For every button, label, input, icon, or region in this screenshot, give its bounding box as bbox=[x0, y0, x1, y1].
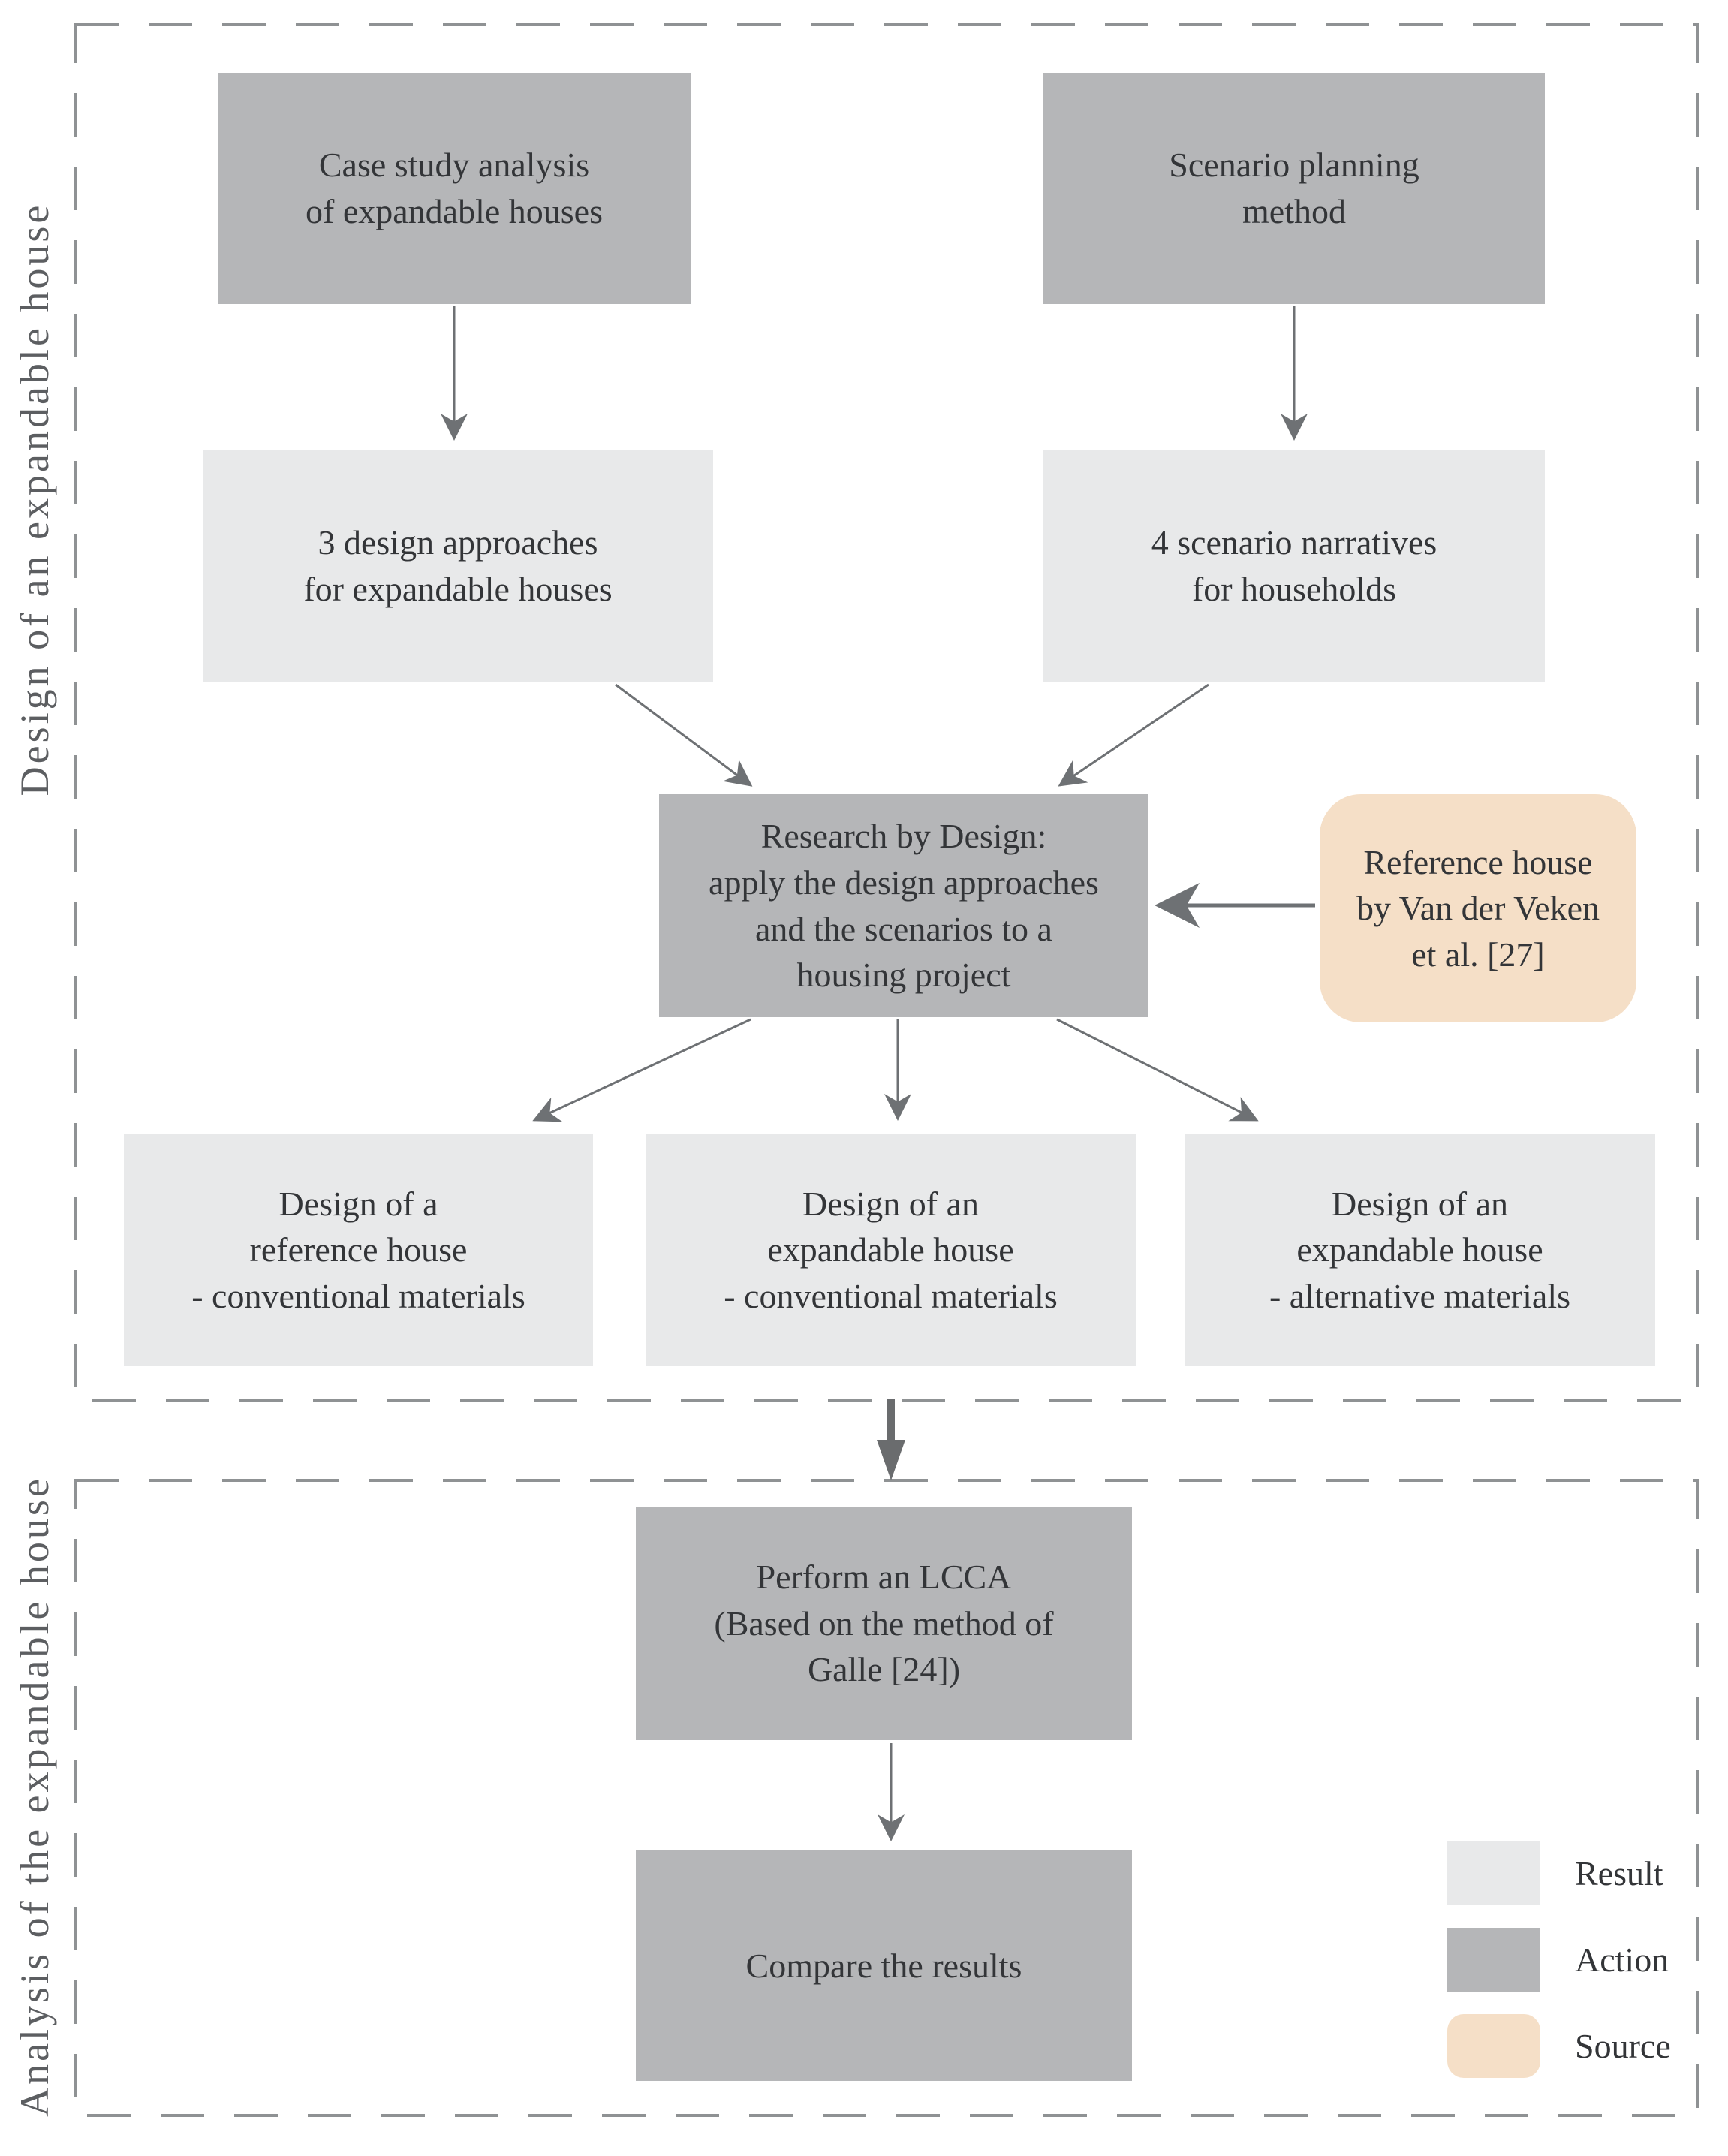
node-compare-results: Compare the results bbox=[636, 1850, 1132, 2081]
legend-source-label: Source bbox=[1575, 2027, 1671, 2065]
design-section-label: Design of an expandable house bbox=[12, 202, 57, 796]
analysis-section-label: Analysis of the expandable house bbox=[12, 1476, 57, 2117]
arrow-research-to-reference-design bbox=[532, 1018, 751, 1122]
legend-result-label: Result bbox=[1575, 1854, 1663, 1893]
node-scenario-planning-method: Scenario planning method bbox=[1043, 73, 1545, 304]
node-design-reference-house: Design of a reference house - convention… bbox=[124, 1134, 593, 1366]
node-perform-lcca: Perform an LCCA (Based on the method of … bbox=[636, 1507, 1132, 1740]
arrow-design-section-to-analysis-section bbox=[877, 1399, 905, 1480]
node-4-scenario-narratives: 4 scenario narratives for households bbox=[1043, 450, 1545, 682]
legend-action-swatch bbox=[1447, 1928, 1540, 1992]
node-design-expandable-alternative: Design of an expandable house - alternat… bbox=[1185, 1134, 1655, 1366]
arrow-design-approaches-to-research bbox=[615, 683, 753, 787]
node-case-study-analysis: Case study analysis of expandable houses bbox=[218, 73, 691, 304]
arrow-scenario-narratives-to-research bbox=[1058, 683, 1209, 787]
node-reference-house-source: Reference house by Van der Veken et al. … bbox=[1320, 794, 1636, 1022]
legend-item-source: Source bbox=[1447, 2014, 1671, 2078]
arrow-research-to-expandable-alternative bbox=[1056, 1018, 1259, 1122]
node-3-design-approaches: 3 design approaches for expandable house… bbox=[203, 450, 713, 682]
legend-result-swatch bbox=[1447, 1841, 1540, 1905]
legend-item-action: Action bbox=[1447, 1928, 1669, 1992]
legend-item-result: Result bbox=[1447, 1841, 1663, 1905]
design-section-border bbox=[74, 23, 1699, 1402]
node-research-by-design: Research by Design: apply the design app… bbox=[659, 794, 1148, 1017]
legend-source-swatch bbox=[1447, 2014, 1540, 2078]
analysis-section-border bbox=[74, 1479, 1699, 2117]
node-design-expandable-conventional: Design of an expandable house - conventi… bbox=[646, 1134, 1136, 1366]
legend-action-label: Action bbox=[1575, 1941, 1669, 1979]
